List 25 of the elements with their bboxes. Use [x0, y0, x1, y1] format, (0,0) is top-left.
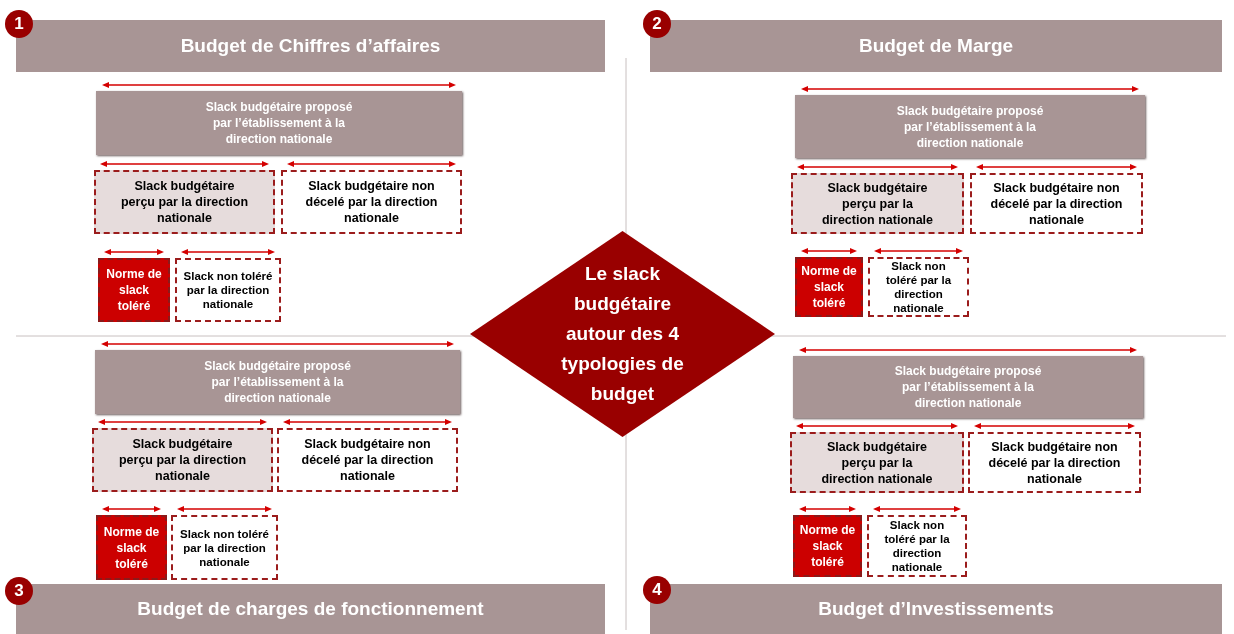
untolerated-slack-box: Slack non toléré par la direction nationale	[171, 515, 278, 580]
undetected-slack-box: Slack budgétaire non décelé par la direction nationale	[277, 428, 458, 492]
center-diamond: Le slack budgétaire autour des 4 typologies de budget	[470, 231, 775, 437]
untolerated-slack-box: Slack non toléré par la direction nationale	[175, 258, 281, 322]
tolerated-slack-box: Norme de slack toléré	[795, 257, 863, 317]
proposed-slack-box: Slack budgétaire proposé par l’établissement à la direction nationale	[795, 95, 1145, 158]
number-badge: 2	[643, 10, 671, 38]
proposed-slack-box: Slack budgétaire proposé par l’établissement à la direction nationale	[793, 356, 1143, 418]
perceived-slack-box: Slack budgétaire perçu par la direction nationale	[791, 173, 964, 234]
tolerated-slack-box: Norme de slack toléré	[98, 258, 170, 322]
tolerated-slack-box: Norme de slack toléré	[96, 515, 167, 580]
tolerated-slack-box: Norme de slack toléré	[793, 515, 862, 577]
untolerated-slack-box: Slack non toléré par la direction nationale	[868, 257, 969, 317]
undetected-slack-box: Slack budgétaire non décelé par la direction nationale	[968, 432, 1141, 493]
perceived-slack-box: Slack budgétaire perçu par la direction nationale	[94, 170, 275, 234]
perceived-slack-box: Slack budgétaire perçu par la direction nationale	[790, 432, 964, 493]
proposed-slack-box: Slack budgétaire proposé par l’établissement à la direction nationale	[95, 350, 460, 414]
untolerated-slack-box: Slack non toléré par la direction nationale	[867, 515, 967, 577]
undetected-slack-box: Slack budgétaire non décelé par la direction nationale	[970, 173, 1143, 234]
number-badge: 1	[5, 10, 33, 38]
perceived-slack-box: Slack budgétaire perçu par la direction nationale	[92, 428, 273, 492]
number-badge: 3	[5, 577, 33, 605]
undetected-slack-box: Slack budgétaire non décelé par la direction nationale	[281, 170, 462, 234]
number-badge: 4	[643, 576, 671, 604]
proposed-slack-box: Slack budgétaire proposé par l’établissement à la direction nationale	[96, 91, 462, 155]
